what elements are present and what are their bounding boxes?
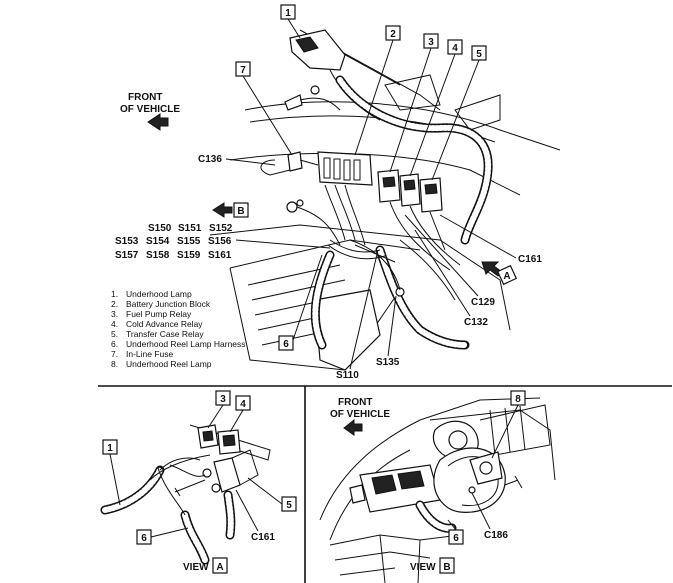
- splice-s157: S157: [115, 250, 139, 261]
- legend-text-7: In-Line Fuse: [126, 349, 174, 359]
- label-c161-main: C161: [518, 254, 542, 265]
- view-b-callout-8: 8: [515, 394, 521, 405]
- arrow-left-icon: [212, 202, 233, 218]
- label-s135: S135: [376, 357, 400, 368]
- splice-s161: S161: [208, 250, 232, 261]
- battery-junction-block: [317, 151, 373, 246]
- view-b-letter: B: [443, 562, 450, 573]
- view-a-arrow: A: [481, 261, 518, 286]
- view-b-arrow: B: [212, 202, 249, 218]
- splice-s158: S158: [146, 250, 170, 261]
- legend-num-5: 5.: [111, 329, 118, 339]
- callout-3: 3: [428, 37, 434, 48]
- connector-labels: C136 C161 C129 C132 S135 S110: [198, 154, 542, 381]
- panel-dividers: [98, 385, 672, 583]
- splice-s150: S150: [148, 223, 172, 234]
- view-b-front-line2: OF VEHICLE: [330, 409, 390, 420]
- underhood-lamp: [284, 29, 381, 121]
- splice-s151: S151: [178, 223, 202, 234]
- view-a-word: VIEW: [183, 562, 209, 573]
- label-c132: C132: [464, 317, 488, 328]
- legend-num-3: 3.: [111, 309, 118, 319]
- legend-num-2: 2.: [111, 299, 118, 309]
- splice-s154: S154: [146, 236, 170, 247]
- legend-text-5: Transfer Case Relay: [126, 329, 204, 339]
- front-label-line1: FRONT: [128, 92, 162, 103]
- legend-text-1: Underhood Lamp: [126, 289, 192, 299]
- main-callouts: 1 2 3 4 5 6 7: [235, 4, 487, 351]
- legend-text-6: Underhood Reel Lamp Harness: [126, 339, 246, 349]
- view-b-word: VIEW: [410, 562, 436, 573]
- front-label-line2: OF VEHICLE: [120, 104, 180, 115]
- label-s110: S110: [336, 370, 359, 381]
- legend-text-8: Underhood Reel Lamp: [126, 359, 212, 369]
- legend-text-2: Battery Junction Block: [126, 299, 211, 309]
- legend-text-3: Fuel Pump Relay: [126, 309, 192, 319]
- view-b-callout-6: 6: [453, 533, 459, 544]
- view-a-callout-3: 3: [220, 394, 226, 405]
- splice-s152: S152: [209, 223, 233, 234]
- wire-bundle: [327, 239, 456, 301]
- splice-s156: S156: [208, 236, 232, 247]
- legend-num-6: 6.: [111, 339, 118, 349]
- splice-s159: S159: [177, 250, 201, 261]
- front-arrow-icon: [147, 113, 169, 131]
- legend-num-7: 7.: [111, 349, 118, 359]
- reel-lamp-harness: [310, 75, 493, 350]
- ground-studs: [286, 199, 405, 297]
- view-b: FRONT OF VEHICLE 8: [319, 390, 556, 583]
- legend-text-4: Cold Advance Relay: [126, 319, 203, 329]
- label-c129: C129: [471, 297, 495, 308]
- main-view: FRONT OF VEHICLE B A 1 2 3: [111, 4, 561, 381]
- in-line-fuse: [260, 151, 319, 176]
- callout-1: 1: [285, 8, 291, 19]
- view-a-callout-4: 4: [240, 399, 246, 410]
- legend-num-4: 4.: [111, 319, 118, 329]
- view-a-callout-5: 5: [286, 500, 292, 511]
- callout-5: 5: [476, 49, 482, 60]
- splice-s153: S153: [115, 236, 139, 247]
- arrow-a-letter: A: [503, 271, 510, 282]
- label-c186: C186: [484, 530, 508, 541]
- legend: 1. Underhood Lamp 2. Battery Junction Bl…: [111, 289, 246, 369]
- callout-4: 4: [452, 43, 458, 54]
- legend-num-8: 8.: [111, 359, 118, 369]
- splice-list: S150 S151 S152 S153 S154 S155 S156 S157 …: [115, 223, 331, 261]
- view-a-callout-6: 6: [141, 533, 147, 544]
- view-b-front-line1: FRONT: [338, 397, 372, 408]
- callout-7: 7: [240, 65, 246, 76]
- splice-s155: S155: [177, 236, 201, 247]
- callout-6: 6: [283, 339, 289, 350]
- front-of-vehicle-label: FRONT OF VEHICLE: [120, 92, 180, 131]
- label-c136: C136: [198, 154, 222, 165]
- view-a: 1 3 4 5 6 C161 VIEW A: [100, 390, 297, 574]
- view-b-front-arrow-icon: [343, 418, 363, 436]
- arrow-b-letter: B: [237, 206, 244, 217]
- callout-2: 2: [390, 29, 396, 40]
- legend-num-1: 1.: [111, 289, 118, 299]
- view-a-letter: A: [216, 562, 223, 573]
- label-c161-view-a: C161: [251, 532, 275, 543]
- relays: [377, 169, 461, 271]
- view-a-callout-1: 1: [107, 443, 113, 454]
